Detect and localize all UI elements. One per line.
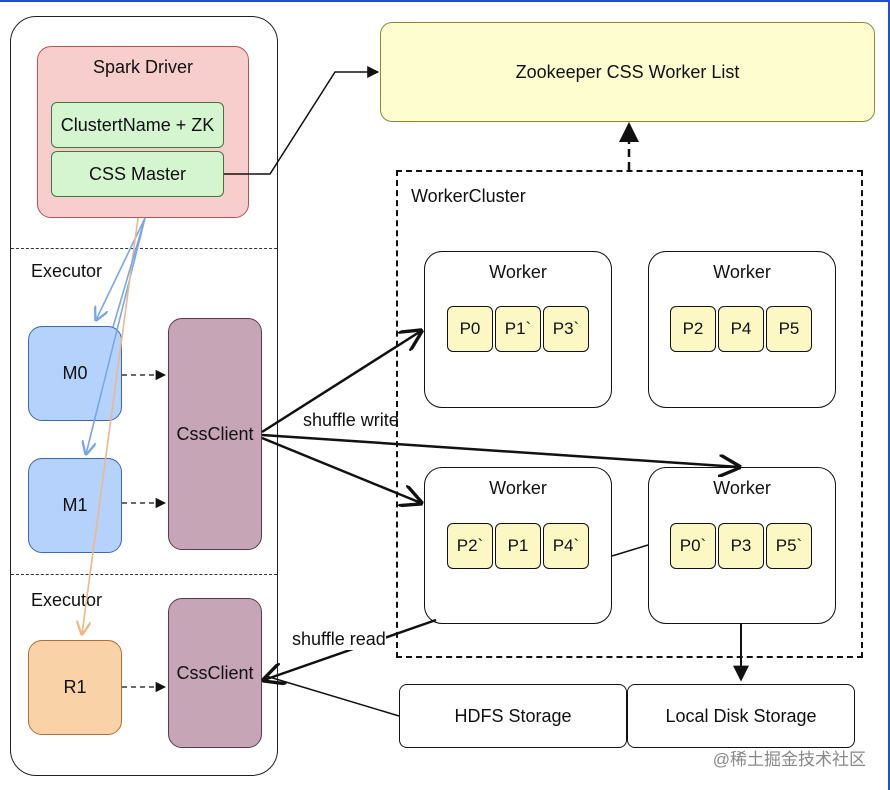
map-task-m0-label: M0 — [62, 363, 88, 383]
partition-cell: P3` — [543, 306, 589, 352]
css-client-write: CssClient — [168, 318, 262, 550]
worker-label: Worker — [489, 262, 547, 282]
hdfs-storage: HDFS Storage — [399, 684, 627, 748]
driver-to-m1-edge — [86, 217, 146, 454]
partition-label: P1 — [507, 536, 529, 555]
partition-cell: P1` — [495, 306, 541, 352]
partition-cell: P5` — [766, 523, 812, 569]
shuffle-write-edge-1 — [261, 331, 421, 434]
shuffle-read-label: shuffle read — [292, 629, 386, 650]
shuffle-write-label: shuffle write — [303, 410, 399, 430]
partition-cell: P3 — [718, 523, 764, 569]
shuffle-read-edge — [264, 618, 437, 680]
master-to-zookeeper-edge — [224, 66, 380, 175]
worker-label: Worker — [713, 262, 771, 282]
shuffle-write-edge-3 — [261, 436, 421, 503]
partition-cell: P5 — [766, 306, 812, 352]
partition-cell: P0 — [447, 306, 493, 352]
partition-label: P1` — [504, 319, 532, 338]
shuffle-write-edge-2 — [261, 433, 739, 467]
partition-label: P0` — [679, 536, 707, 555]
worker-replica-link — [611, 544, 649, 557]
partition-cell: P2 — [670, 306, 716, 352]
driver-to-r1-edge — [82, 217, 139, 634]
partition-label: P2 — [682, 319, 704, 338]
zookeeper-worker-list: Zookeeper CSS Worker List — [380, 22, 875, 122]
local-disk-storage-label: Local Disk Storage — [665, 705, 817, 726]
partition-label: P3` — [552, 319, 580, 338]
cluster-name-node: ClustertName + ZK — [51, 102, 224, 148]
css-client-read-label: CssClient — [176, 662, 254, 683]
partition-cell: P4` — [543, 523, 589, 569]
partition-label: P5 — [778, 319, 800, 338]
zookeeper-label: Zookeeper CSS Worker List — [515, 61, 740, 82]
partition-label: P4 — [730, 319, 752, 338]
worker-cluster-label: WorkerCluster — [411, 186, 526, 206]
partition-label: P2` — [456, 536, 484, 555]
css-master-node: CSS Master — [51, 151, 224, 197]
css-master-label: CSS Master — [88, 163, 187, 184]
partition-label: P5` — [775, 536, 803, 555]
executor-1-label: Executor — [31, 261, 103, 281]
top-border-strip — [0, 0, 890, 2]
worker-cluster — [396, 170, 863, 658]
local-disk-storage: Local Disk Storage — [627, 684, 855, 748]
partition-label: P0 — [459, 319, 481, 338]
partition-cell: P4 — [718, 306, 764, 352]
map-task-m1: M1 — [28, 458, 122, 553]
watermark-text: @稀土掘金技术社区 — [712, 750, 866, 769]
css-client-write-label: CssClient — [176, 423, 254, 444]
partition-label: P4` — [552, 536, 580, 555]
partition-label: P3 — [730, 536, 752, 555]
driver-executor-divider — [11, 248, 277, 249]
reduce-task-r1: R1 — [28, 640, 122, 735]
worker-label: Worker — [489, 478, 547, 498]
driver-to-m0-edge-2 — [112, 217, 146, 328]
partition-cell: P0` — [670, 523, 716, 569]
spark-driver-label: Spark Driver — [92, 57, 194, 77]
driver-to-m0-edge — [96, 217, 146, 320]
css-client-read: CssClient — [168, 598, 262, 748]
map-task-m1-label: M1 — [62, 495, 88, 515]
executor-2-label: Executor — [31, 590, 103, 610]
right-border-strip — [888, 0, 890, 790]
hdfs-to-client-edge — [265, 675, 400, 717]
partition-cell: P2` — [447, 523, 493, 569]
partition-cell: P1 — [495, 523, 541, 569]
hdfs-storage-label: HDFS Storage — [454, 705, 572, 726]
executor-divider — [11, 574, 277, 575]
cluster-name-label: ClustertName + ZK — [60, 114, 215, 135]
reduce-task-r1-label: R1 — [63, 677, 87, 697]
worker-label: Worker — [713, 478, 771, 498]
